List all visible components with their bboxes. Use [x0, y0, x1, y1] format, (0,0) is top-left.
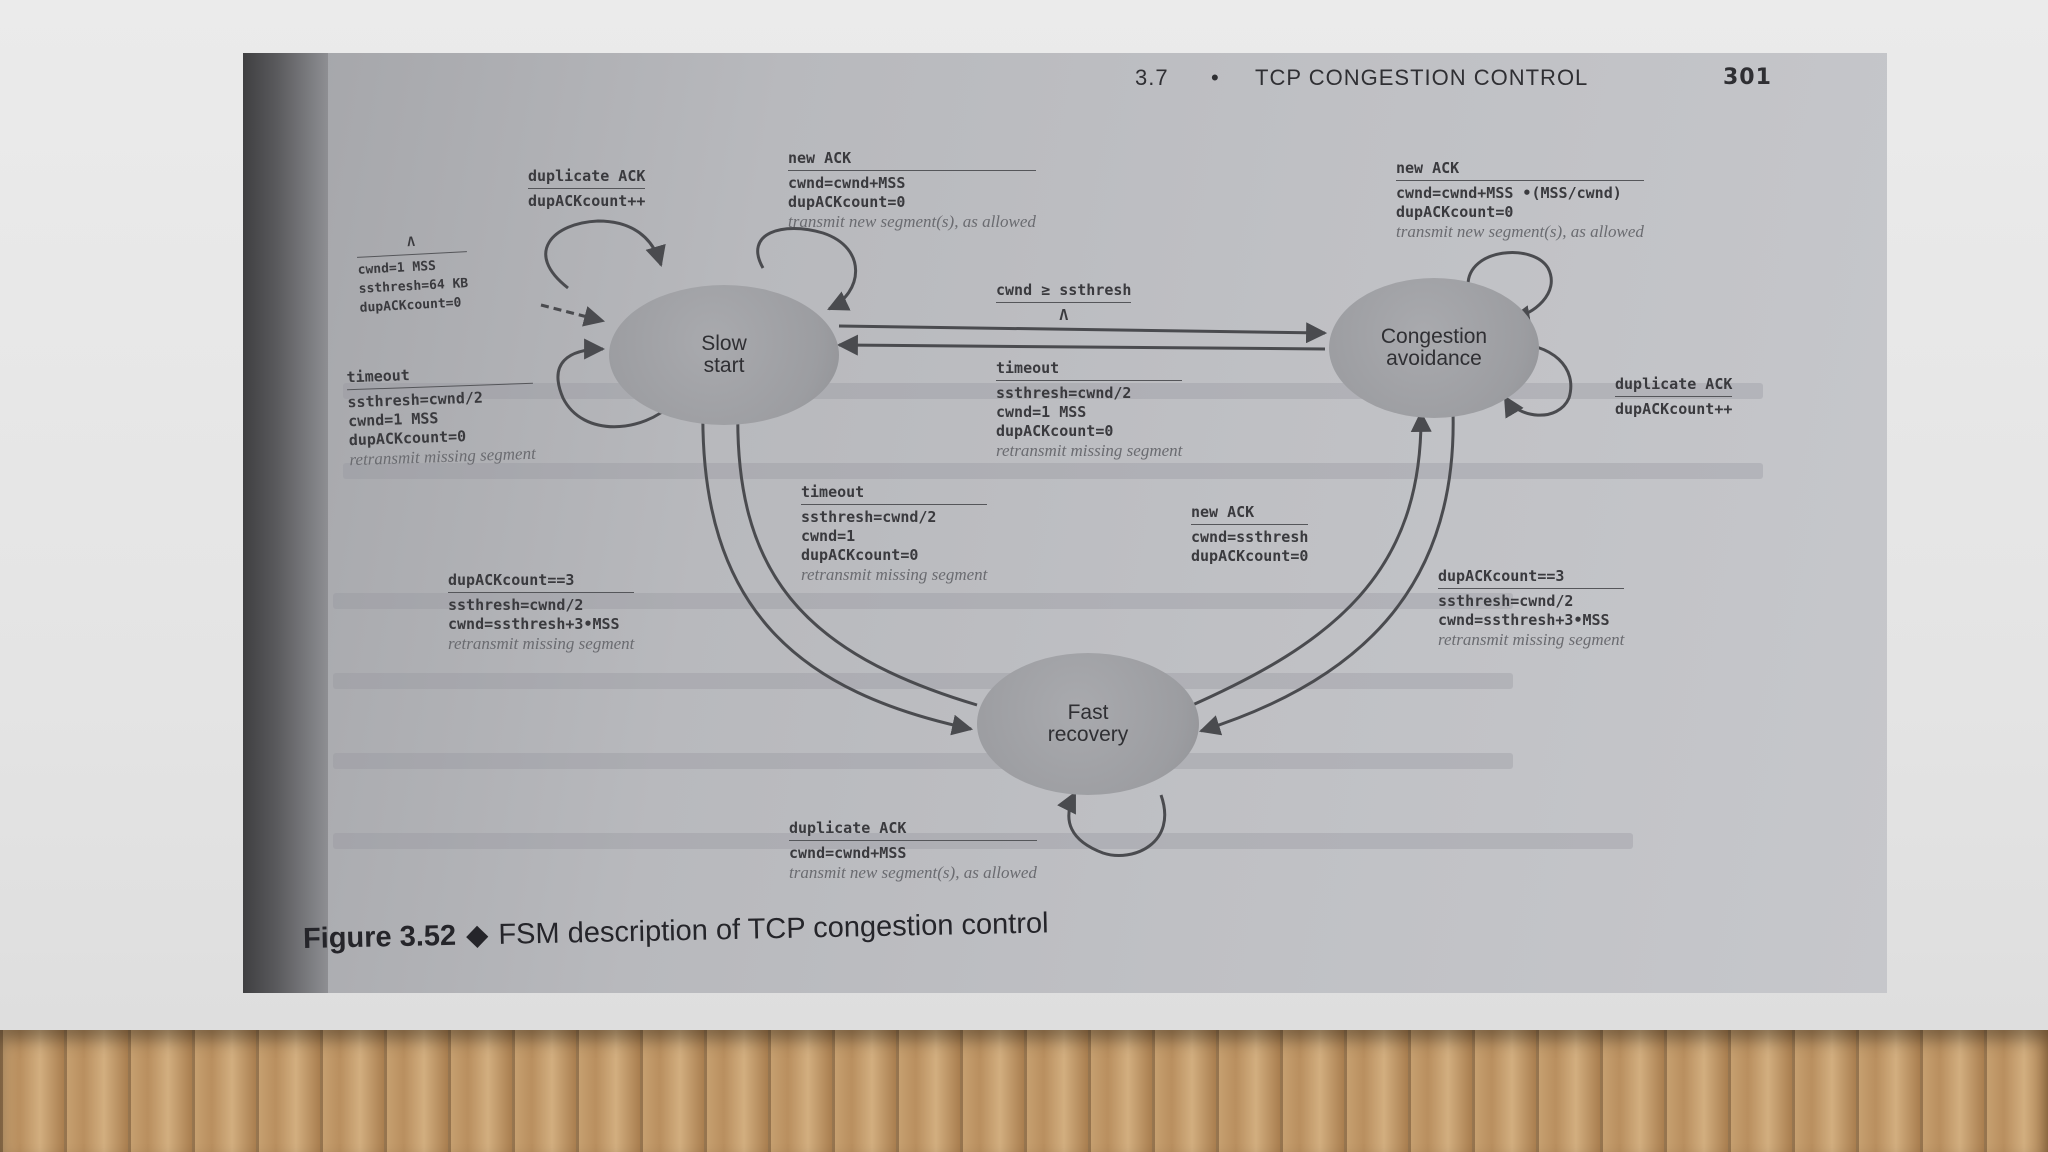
header-title: TCP CONGESTION CONTROL: [1255, 65, 1589, 90]
state-label: start: [703, 354, 745, 377]
action-text: ssthresh=cwnd/2: [996, 384, 1132, 402]
event-text: Λ: [355, 230, 467, 258]
event-text: new ACK: [1191, 503, 1309, 525]
label-init: Λ cwnd=1 MSS ssthresh=64 KB dupACKcount=…: [355, 230, 470, 318]
bleed-through-line: [333, 753, 1513, 769]
note-text: transmit new segment(s), as allowed: [788, 212, 1036, 231]
fr-to-ss-arrow: [726, 400, 978, 707]
book-page: 3.7 • TCP CONGESTION CONTROL 301: [243, 53, 1887, 993]
action-text: cwnd=1 MSS: [996, 403, 1087, 421]
label-ca-to-fr: dupACKcount==3 ssthresh=cwnd/2 cwnd=ssth…: [1438, 567, 1625, 649]
ss-new-loop: [756, 226, 858, 311]
event-text: duplicate ACK: [528, 167, 646, 189]
event-text: dupACKcount==3: [448, 571, 635, 593]
action-text: dupACKcount=0: [996, 422, 1114, 440]
caption-diamond: ◆: [465, 919, 489, 952]
action-text: dupACKcount=0: [1396, 203, 1514, 221]
header-section: 3.7: [1135, 65, 1169, 90]
transition-arrows: [540, 219, 1573, 858]
action-text: dupACKcount=0: [788, 193, 906, 211]
event-text: new ACK: [1396, 159, 1644, 181]
bleed-through-line: [343, 463, 1763, 479]
ss-to-fr-arrow: [701, 402, 974, 736]
init-arrow: [540, 303, 606, 327]
event-text: duplicate ACK: [789, 819, 1037, 841]
state-label: Slow: [701, 332, 747, 355]
note-text: retransmit missing segment: [801, 565, 988, 584]
ss-to-ca-arrow: [838, 322, 1328, 344]
action-text: cwnd=cwnd+MSS: [789, 844, 907, 862]
label-fr-dup: duplicate ACK cwnd=cwnd+MSS transmit new…: [789, 819, 1037, 882]
label-ca-dup: duplicate ACK dupACKcount++: [1615, 375, 1733, 419]
state-label: Fast: [1067, 701, 1109, 724]
event-text: duplicate ACK: [1615, 375, 1733, 397]
label-ca-new: new ACK cwnd=cwnd+MSS •(MSS/cwnd) dupACK…: [1396, 159, 1644, 241]
event-text: cwnd ≥ ssthresh: [996, 281, 1132, 303]
action-text: dupACKcount=0: [801, 546, 919, 564]
ss-timeout-loop: [556, 338, 675, 429]
event-text: new ACK: [788, 149, 1036, 171]
ca-new-loop: [1466, 251, 1553, 326]
ca-dup-loop: [1503, 341, 1573, 419]
note-text: transmit new segment(s), as allowed: [1396, 222, 1644, 241]
action-text: dupACKcount++: [1615, 400, 1733, 418]
state-label: Congestion: [1380, 325, 1488, 348]
action-text: ssthresh=cwnd/2: [801, 508, 937, 526]
ca-to-fr-arrow: [1198, 410, 1455, 736]
label-fr-to-ca: new ACK cwnd=ssthresh dupACKcount=0: [1191, 503, 1309, 566]
figure-number: Figure 3.52: [302, 919, 457, 955]
label-ss-timeout: timeout ssthresh=cwnd/2 cwnd=1 MSS dupAC…: [346, 361, 536, 469]
fr-to-ca-arrow: [1187, 410, 1432, 709]
bleed-through-line: [333, 833, 1633, 849]
wood-floor: [0, 1030, 2048, 1152]
action-text: cwnd=cwnd+MSS: [788, 174, 906, 192]
label-ss-new: new ACK cwnd=cwnd+MSS dupACKcount=0 tran…: [788, 149, 1036, 231]
state-label: recovery: [1047, 723, 1129, 746]
label-fr-to-ss: timeout ssthresh=cwnd/2 cwnd=1 dupACKcou…: [801, 483, 988, 584]
action-text: Λ: [1059, 306, 1069, 324]
event-text: timeout: [996, 359, 1183, 381]
action-text: cwnd=cwnd+MSS •(MSS/cwnd): [1396, 184, 1622, 202]
action-text: dupACKcount=0: [1191, 547, 1309, 565]
action-text: ssthresh=cwnd/2: [1438, 592, 1574, 610]
state-label: avoidance: [1386, 347, 1482, 370]
header-bullet: •: [1211, 65, 1220, 90]
bleed-through-line: [333, 673, 1513, 689]
event-text: dupACKcount==3: [1438, 567, 1625, 589]
note-text: retransmit missing segment: [1438, 630, 1625, 649]
action-text: cwnd=ssthresh+3•MSS: [448, 615, 620, 633]
label-ss-dup: duplicate ACK dupACKcount++: [528, 167, 646, 211]
action-text: cwnd=ssthresh+3•MSS: [1438, 611, 1610, 629]
bleed-through-line: [333, 593, 1513, 609]
action-text: cwnd=1: [801, 527, 856, 545]
event-text: timeout: [801, 483, 988, 505]
note-text: retransmit missing segment: [448, 634, 635, 653]
ca-to-ss-arrow: [836, 334, 1326, 356]
action-text: ssthresh=cwnd/2: [448, 596, 584, 614]
fr-dup-loop: [1057, 791, 1167, 858]
label-ca-to-ss: timeout ssthresh=cwnd/2 cwnd=1 MSS dupAC…: [996, 359, 1183, 460]
note-text: retransmit missing segment: [996, 441, 1183, 460]
label-ss-to-fr: dupACKcount==3 ssthresh=cwnd/2 cwnd=ssth…: [448, 571, 635, 653]
label-ss-to-ca: cwnd ≥ ssthresh Λ: [996, 281, 1132, 325]
ss-dup-loop: [544, 219, 666, 290]
page-number: 301: [1723, 65, 1772, 90]
action-text: cwnd=ssthresh: [1191, 528, 1309, 546]
action-text: dupACKcount++: [528, 192, 646, 210]
book-spine: [243, 53, 328, 993]
note-text: transmit new segment(s), as allowed: [789, 863, 1037, 882]
